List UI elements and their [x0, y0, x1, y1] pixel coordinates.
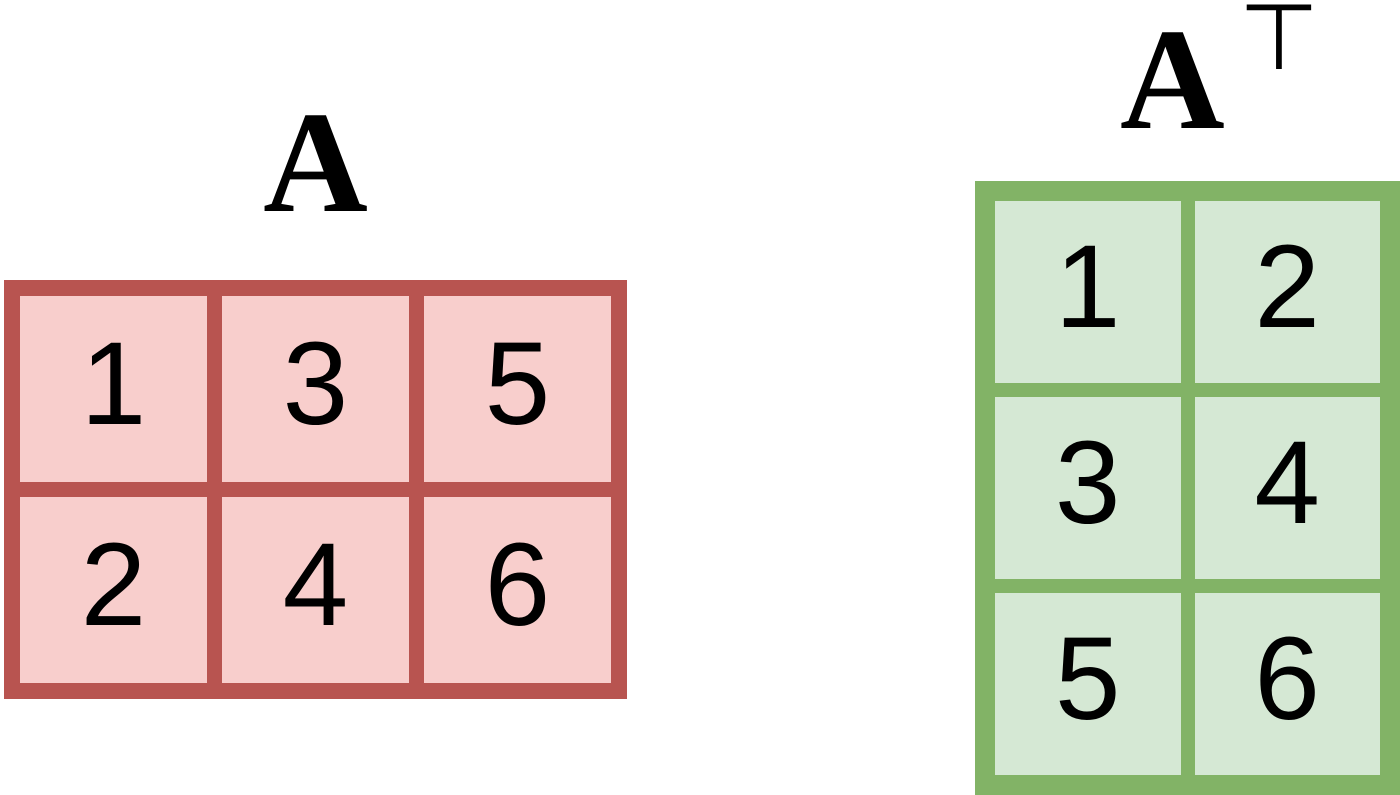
- matrix-cell: 5: [424, 296, 611, 482]
- matrix-cell: 4: [222, 497, 409, 683]
- matrix-cell: 4: [1194, 397, 1380, 579]
- matrix-a-transpose-label-text: A: [1120, 0, 1225, 160]
- matrix-a-transpose-label: A⊤: [1120, 0, 1319, 160]
- matrix-cell: 6: [424, 497, 611, 683]
- transpose-symbol: ⊤: [1238, 0, 1319, 91]
- matrix-a-label-text: A: [263, 83, 368, 243]
- matrix-cell: 3: [222, 296, 409, 482]
- matrix-cell: 2: [1194, 201, 1380, 383]
- matrix-cell: 6: [1194, 593, 1380, 775]
- matrix-cell: 3: [995, 397, 1181, 579]
- matrix-cell: 1: [995, 201, 1181, 383]
- matrix-a-label: A: [4, 91, 627, 236]
- matrix-cell: 5: [995, 593, 1181, 775]
- matrix-cell: 2: [20, 497, 207, 683]
- matrix-cell: 1: [20, 296, 207, 482]
